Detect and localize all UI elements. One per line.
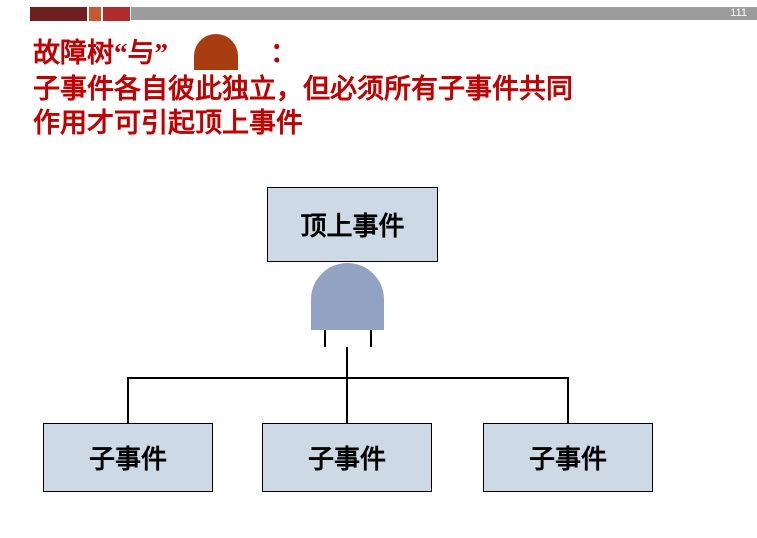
title-text-line3: 作用才可引起顶上事件 (33, 108, 303, 138)
header-square-maroon (30, 7, 87, 21)
title-text-line1: 故障树“与” (33, 38, 168, 68)
and-gate-icon (194, 34, 238, 70)
gate-leg-right (370, 330, 372, 347)
page-number: 111 (730, 7, 747, 19)
connector-mid-vertical (346, 347, 348, 423)
title-colon: ： (270, 38, 297, 68)
sub-event-box-2: 子事件 (262, 423, 432, 492)
sub-event-box-3: 子事件 (483, 423, 653, 492)
connector-left-vertical (127, 377, 129, 423)
header-square-red (103, 7, 130, 21)
connector-horizontal (127, 377, 569, 379)
connector-right-vertical (567, 377, 569, 423)
top-event-box: 顶上事件 (267, 187, 438, 262)
slide-title: 故障树“与” ： 子事件各自彼此独立，但必须所有子事件共同 作用才可引起顶上事件 (33, 30, 573, 140)
header-gray-bar: 111 (131, 7, 757, 20)
title-text-line2: 子事件各自彼此独立，但必须所有子事件共同 (33, 74, 573, 104)
top-event-label: 顶上事件 (300, 212, 405, 241)
and-gate-symbol (311, 263, 384, 330)
sub-event-label-2: 子事件 (307, 445, 386, 474)
gate-leg-left (324, 330, 326, 347)
sub-event-label-3: 子事件 (528, 445, 607, 474)
title-line-1: 故障树“与” ： (33, 30, 573, 70)
header-square-orange (89, 7, 101, 21)
sub-event-box-1: 子事件 (43, 423, 213, 492)
sub-event-label-1: 子事件 (88, 445, 167, 474)
